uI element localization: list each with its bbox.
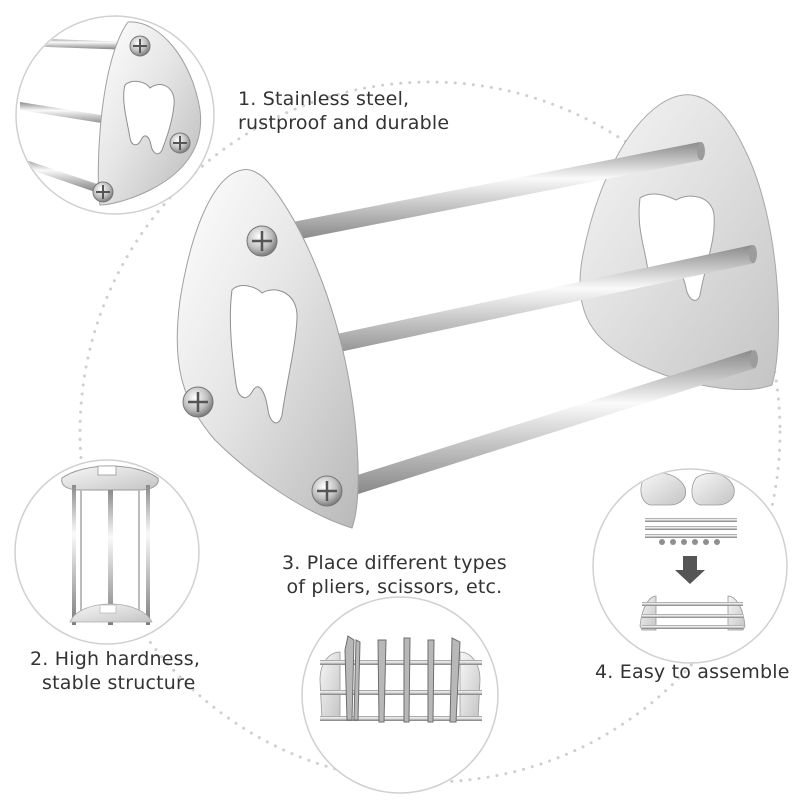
inset-closeup-circle	[15, 15, 215, 215]
screw-icon	[311, 475, 343, 507]
feature-caption-assemble: 4. Easy to assemble	[595, 661, 790, 685]
caption-line: stable structure	[42, 671, 196, 694]
caption-line: of pliers, scissors, etc.	[286, 575, 503, 598]
feature-caption-stainless: 1. Stainless steel, rustproof and durabl…	[238, 88, 449, 136]
feature-caption-hardness: 2. High hardness, stable structure	[30, 648, 200, 696]
inset-endview-circle	[14, 459, 200, 645]
screw-icon	[129, 35, 151, 57]
main-rack-image	[176, 94, 780, 529]
screw-icon	[246, 225, 278, 257]
inset-assembly-circle	[592, 468, 788, 664]
feature-caption-tools: 3. Place different types of pliers, scis…	[282, 552, 507, 600]
tooth-cutout-icon	[123, 80, 175, 155]
caption-line: rustproof and durable	[238, 111, 450, 134]
screw-icon	[92, 181, 114, 203]
rods	[262, 142, 758, 503]
caption-line: 1. Stainless steel,	[238, 88, 410, 110]
screw-icon	[169, 132, 191, 154]
inset-tools-circle	[301, 596, 499, 794]
dotted-connector-circle	[78, 80, 782, 784]
screw-icon	[182, 386, 214, 418]
caption-line: 4. Easy to assemble	[595, 661, 790, 683]
down-arrow-icon	[675, 556, 705, 584]
tooth-cutout-icon	[229, 285, 298, 424]
caption-line: 3. Place different types	[282, 552, 507, 574]
caption-line: 2. High hardness,	[30, 648, 201, 670]
